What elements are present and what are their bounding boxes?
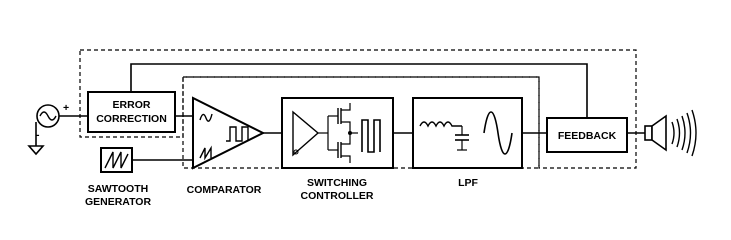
switching-controller-caption-line1: SWITCHING: [307, 177, 367, 189]
speaker-icon: [644, 109, 697, 157]
sawtooth-generator-block: [100, 147, 133, 173]
error-correction-label-line1: ERROR: [113, 99, 151, 111]
capacitor-icon: [455, 126, 469, 151]
lpf-caption: LPF: [458, 177, 478, 189]
sine-input-icon: [199, 113, 213, 122]
switched-output-wave-icon: [361, 119, 381, 153]
driver-buffer-icon: [292, 110, 320, 157]
input-minus-sign: -: [36, 129, 40, 141]
sine-output-icon: [483, 111, 513, 155]
lpf-block: [412, 97, 523, 169]
mosfet-pair-icon: [327, 103, 358, 163]
ground-icon: [27, 122, 45, 156]
comparator-caption: COMPARATOR: [187, 184, 262, 196]
switching-controller-block: [281, 97, 394, 169]
sawtooth-wave-icon: [104, 151, 129, 169]
error-correction-block: ERROR CORRECTION: [87, 91, 176, 133]
error-correction-label-line2: CORRECTION: [96, 113, 167, 125]
feedback-block: FEEDBACK: [546, 117, 628, 153]
pwm-output-icon: [226, 126, 249, 142]
ac-source-icon: [36, 104, 60, 128]
feedback-top-wire: [130, 63, 588, 118]
inductor-icon: [419, 121, 462, 128]
input-plus-sign: +: [63, 102, 69, 114]
outer-dashed-boundary: [79, 49, 637, 169]
class-d-amplifier-diagram: + - ERROR CORRECTION: [27, 49, 697, 208]
sawtooth-generator-caption-line1: SAWTOOTH: [88, 183, 148, 195]
comparator-symbol: [192, 96, 266, 170]
sawtooth-input-icon: [199, 145, 212, 161]
switching-controller-caption-line2: CONTROLLER: [301, 190, 374, 202]
feedback-label: FEEDBACK: [558, 130, 617, 142]
sawtooth-generator-caption-line2: GENERATOR: [85, 196, 152, 208]
